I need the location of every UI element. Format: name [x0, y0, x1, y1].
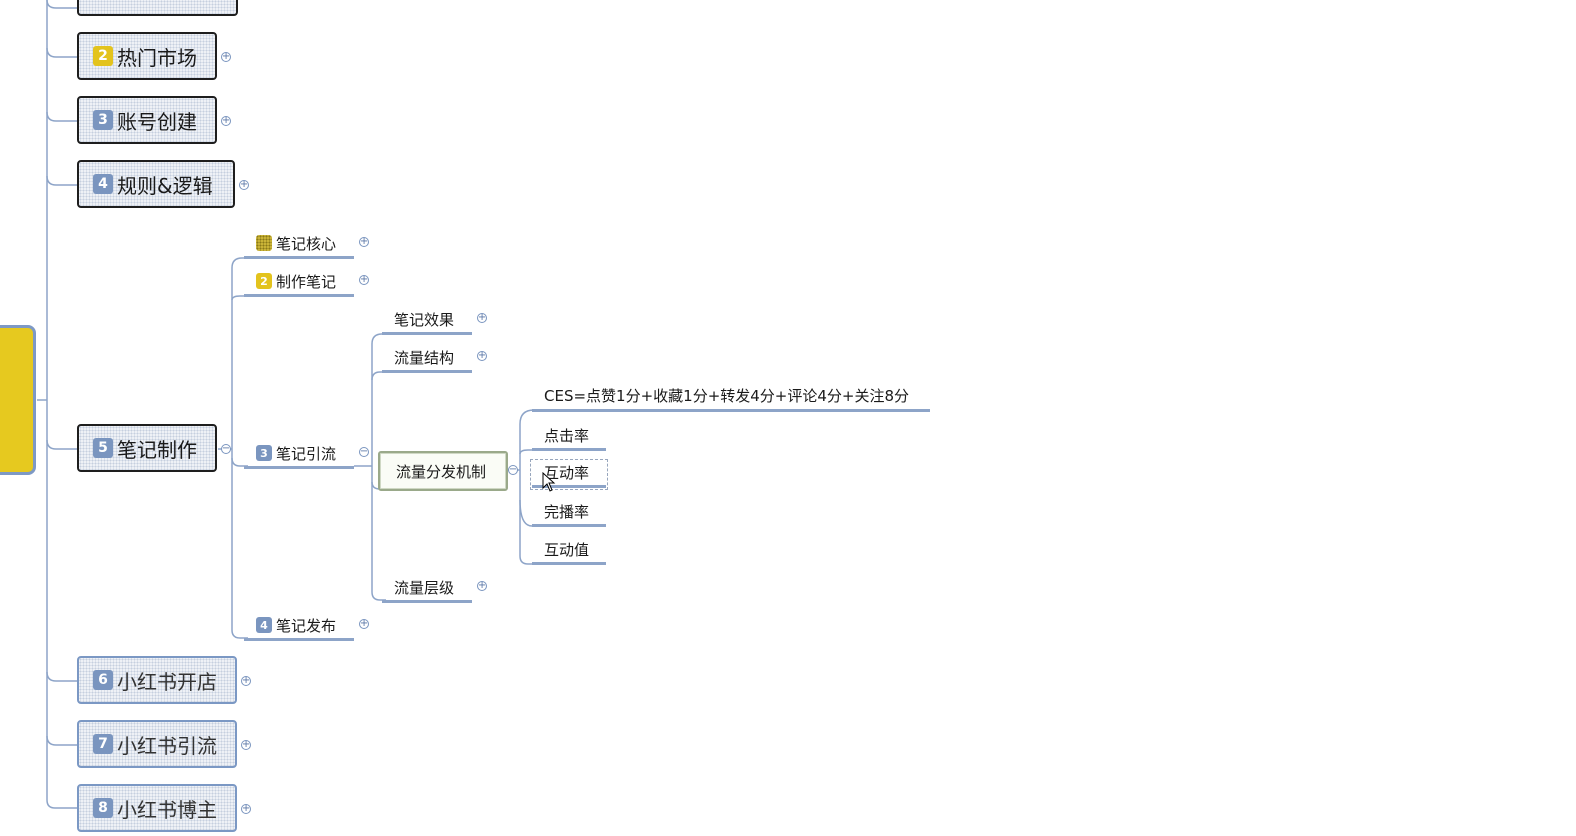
topic-hot-market[interactable]: 2 热门市场: [77, 32, 217, 80]
expand-icon[interactable]: +: [359, 236, 369, 247]
expand-icon[interactable]: +: [221, 51, 231, 62]
subtopic-note-effect[interactable]: 笔记效果: [382, 308, 472, 335]
number-badge: 7: [93, 734, 113, 754]
topic-label: 笔记制作: [117, 437, 197, 462]
expand-icon[interactable]: +: [359, 618, 369, 629]
collapse-icon[interactable]: −: [508, 464, 518, 475]
subtopic-label: 流量层级: [394, 578, 455, 597]
number-badge: 2: [256, 273, 272, 289]
number-badge: 6: [93, 670, 113, 690]
number-badge: 3: [93, 110, 113, 130]
number-badge: 4: [256, 617, 272, 633]
number-badge: 3: [256, 445, 272, 461]
expand-icon[interactable]: +: [241, 803, 251, 814]
subtopic-note-core[interactable]: 笔记核心: [244, 232, 354, 259]
subtopic-label: 流量分发机制: [396, 462, 487, 481]
subtopic-label: 笔记发布: [276, 616, 337, 635]
number-badge: 4: [93, 174, 113, 194]
topic-note-making[interactable]: 5 笔记制作: [77, 424, 217, 472]
topic-label: 账号创建: [117, 109, 197, 134]
leaf-completion-rate[interactable]: 完播率: [532, 500, 606, 527]
topic-1-partial[interactable]: [77, 0, 238, 16]
expand-icon[interactable]: +: [477, 312, 487, 323]
subtopic-traffic-distribution[interactable]: 流量分发机制: [378, 451, 508, 491]
leaf-click-rate[interactable]: 点击率: [532, 424, 606, 451]
root-topic-edge[interactable]: [0, 325, 36, 475]
topic-blogger[interactable]: 8 小红书博主: [77, 784, 237, 832]
leaf-label: 互动率: [544, 463, 590, 482]
leaf-label: 互动值: [544, 540, 590, 559]
leaf-label: CES=点赞1分+收藏1分+转发4分+评论4分+关注8分: [544, 387, 910, 405]
subtopic-traffic-structure[interactable]: 流量结构: [382, 346, 472, 373]
expand-icon[interactable]: +: [241, 675, 251, 686]
subtopic-label: 笔记引流: [276, 444, 337, 463]
collapse-icon[interactable]: −: [359, 446, 369, 457]
number-badge: 2: [93, 46, 113, 66]
expand-icon[interactable]: +: [239, 179, 249, 190]
leaf-label: 点击率: [544, 426, 590, 445]
expand-icon[interactable]: +: [477, 580, 487, 591]
leaf-interaction-rate[interactable]: 互动率: [530, 459, 608, 490]
subtopic-label: 流量结构: [394, 348, 455, 367]
expand-icon[interactable]: +: [221, 115, 231, 126]
subtopic-label: 笔记核心: [276, 234, 337, 253]
topic-label: 小红书引流: [117, 733, 217, 758]
number-badge: 5: [93, 438, 113, 458]
topic-rules-logic[interactable]: 4 规则&逻辑: [77, 160, 235, 208]
leaf-label: 完播率: [544, 502, 590, 521]
topic-open-store[interactable]: 6 小红书开店: [77, 656, 237, 704]
topic-label: 规则&逻辑: [117, 173, 213, 198]
expand-icon[interactable]: +: [359, 274, 369, 285]
subtopic-traffic-level[interactable]: 流量层级: [382, 576, 472, 603]
subtopic-make-note[interactable]: 2 制作笔记: [244, 270, 354, 297]
topic-traffic[interactable]: 7 小红书引流: [77, 720, 237, 768]
subtopic-note-publish[interactable]: 4 笔记发布: [244, 614, 354, 641]
number-badge: 8: [93, 798, 113, 818]
topic-label: 小红书开店: [117, 669, 217, 694]
subtopic-label: 制作笔记: [276, 272, 337, 291]
topic-account-create[interactable]: 3 账号创建: [77, 96, 217, 144]
leaf-ces-formula[interactable]: CES=点赞1分+收藏1分+转发4分+评论4分+关注8分: [532, 384, 930, 412]
topic-label: 热门市场: [117, 45, 197, 70]
expand-icon[interactable]: +: [241, 739, 251, 750]
subtopic-note-traffic[interactable]: 3 笔记引流: [244, 442, 354, 469]
collapse-icon[interactable]: −: [221, 443, 231, 454]
leaf-interaction-value[interactable]: 互动值: [532, 538, 606, 565]
subtopic-label: 笔记效果: [394, 310, 455, 329]
topic-label: 小红书博主: [117, 797, 217, 822]
number-badge: [256, 235, 272, 251]
expand-icon[interactable]: +: [477, 350, 487, 361]
mouse-cursor-icon: [542, 472, 556, 492]
